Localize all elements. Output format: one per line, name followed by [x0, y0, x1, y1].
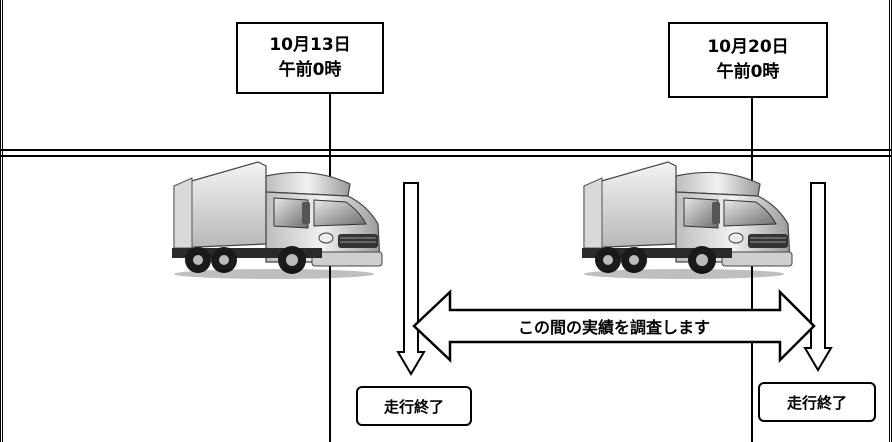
- date-marker-1: 10月13日 午前0時: [236, 22, 384, 94]
- end-label-1: 走行終了: [356, 386, 472, 426]
- survey-period-label: この間の実績を調査します: [517, 318, 710, 337]
- double-headed-arrow-icon: [412, 288, 816, 364]
- down-arrow-icon: [396, 182, 426, 376]
- end-label-2: 走行終了: [758, 382, 876, 422]
- time-label: 午前0時: [278, 60, 342, 80]
- time-label: 午前0時: [716, 62, 780, 82]
- truck-icon: [171, 161, 383, 280]
- truck-icon: [581, 161, 793, 280]
- date-label: 10月13日: [269, 35, 351, 55]
- date-label: 10月20日: [707, 37, 789, 57]
- down-arrow-icon: [803, 182, 833, 372]
- date-marker-2: 10月20日 午前0時: [668, 22, 828, 98]
